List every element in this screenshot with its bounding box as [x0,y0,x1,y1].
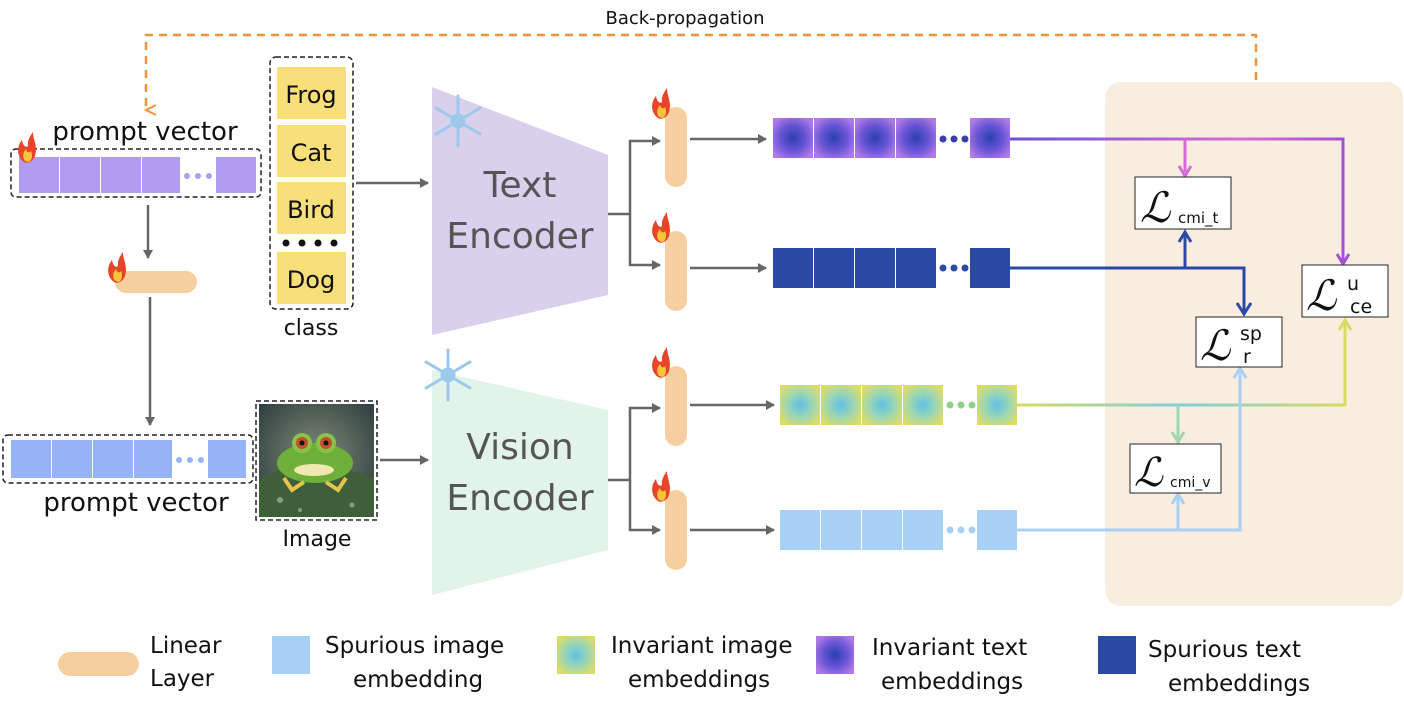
loss-ce-u-sub: ce [1350,296,1372,318]
linear-layer [665,490,687,570]
legend-item-invariant-image: Invariant image embeddings [557,633,793,693]
legend-label-spurious-image-2: embedding [353,667,483,693]
loss-r-sp-symbol: ℒ [1200,321,1231,370]
legend-label-spurious-text-2: embeddings [1168,671,1310,697]
flame-icon [652,88,670,119]
snowflake-icon [424,348,472,402]
prompt-vector-image [2,434,254,484]
legend-swatch-invariant-image [557,636,595,674]
spurious-text-embeddings [773,248,1010,288]
vision-encoder [432,370,608,595]
legend-label-invariant-text-1: Invariant text [872,635,1027,661]
class-label-bird: Bird [287,196,335,224]
legend-item-spurious-text: Spurious text embeddings [1098,636,1310,697]
loss-ce-u-sup: u [1347,273,1359,295]
invariant-image-embeddings [780,385,1017,425]
frog-image [255,400,378,521]
class-list: Frog Cat Bird Dog [269,56,354,310]
flame-icon [652,212,670,243]
legend-label-invariant-image-2: embeddings [628,667,770,693]
loss-cmi-t-sub: cmi_t [1178,209,1219,228]
class-box-dog [277,252,346,304]
legend-label-invariant-image-1: Invariant image [611,633,793,659]
prompt-vector-text [10,148,262,198]
class-label-cat: Cat [291,139,332,167]
legend-swatch-linear [58,652,139,676]
legend-label-linear-2: Layer [150,666,215,692]
text-encoder [432,87,608,335]
linear-layer [665,366,687,446]
legend-label-linear-1: Linear [150,633,222,659]
flow-lines [1010,137,1353,532]
loss-ce-u: ℒ u ce [1301,264,1389,320]
flame-icon [108,252,126,283]
class-label-dog: Dog [287,266,335,294]
spurious-image-embeddings [780,510,1017,550]
snowflake-icon [434,94,482,148]
loss-cmi-t: ℒ cmi_t [1134,176,1232,232]
class-box-bird [277,182,346,234]
legend-swatch-spurious-text [1098,636,1136,674]
prompt-vector-image-label: prompt vector [43,488,229,518]
legend-label-spurious-image-1: Spurious image [325,633,504,659]
loss-r-sp-sub: r [1243,346,1251,368]
linear-layer [665,107,687,187]
backprop-label: Back-propagation [605,8,764,29]
loss-cmi-t-symbol: ℒ [1140,183,1171,232]
legend-item-linear: Linear Layer [58,633,222,692]
legend-item-spurious-image: Spurious image embedding [272,633,504,693]
linear-layer [665,231,687,311]
loss-ce-u-symbol: ℒ [1306,271,1337,320]
text-encoder-line2: Encoder [446,216,593,257]
prompt-vector-text-label: prompt vector [52,117,238,147]
legend-swatch-invariant-text [816,636,854,674]
vision-encoder-line2: Encoder [446,478,593,519]
legend-label-spurious-text-1: Spurious text [1148,637,1301,663]
loss-r-sp-sup: sp [1240,323,1262,345]
legend-item-invariant-text: Invariant text embeddings [816,635,1027,695]
linear-layer [115,271,197,293]
loss-cmi-v-symbol: ℒ [1134,450,1164,496]
class-label-frog: Frog [285,81,336,109]
class-caption: class [284,316,339,341]
legend-swatch-spurious-image [272,636,310,674]
image-caption: Image [283,527,352,552]
vision-encoder-line1: Vision [466,427,573,468]
class-box-frog [277,67,346,119]
text-encoder-line1: Text [483,165,557,206]
legend: Linear Layer Spurious image embedding In… [58,633,1310,697]
class-box-cat [277,125,346,177]
flame-icon [18,132,36,163]
invariant-text-embeddings [773,118,1010,158]
loss-r-sp: ℒ sp r [1195,316,1283,370]
flame-icon [652,347,670,378]
loss-cmi-v-sub: cmi_v [1170,475,1211,491]
backprop-path [146,33,1258,110]
loss-cmi-v: ℒ cmi_v [1129,443,1222,496]
legend-label-invariant-text-2: embeddings [881,669,1023,695]
flame-icon [652,471,670,502]
